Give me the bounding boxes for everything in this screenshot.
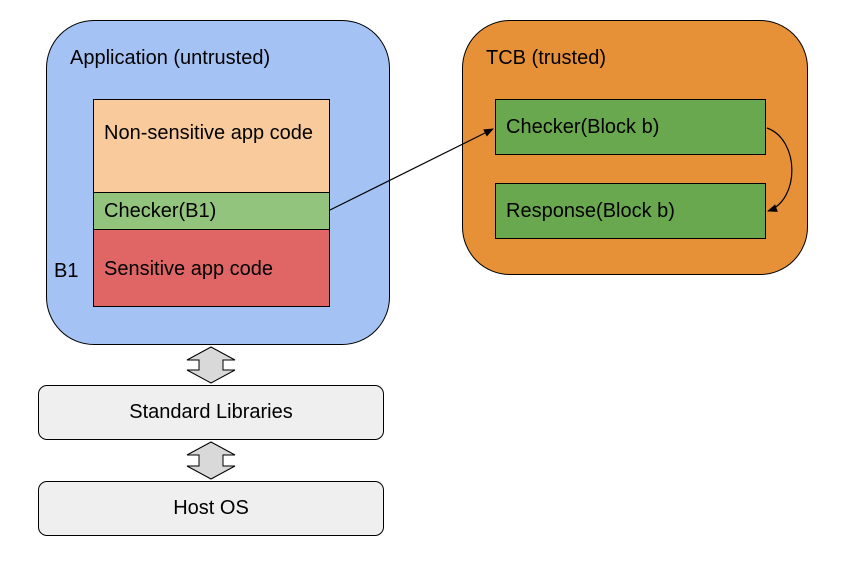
application-code-stack: Non-sensitive app code Checker(B1) Sensi… (93, 99, 330, 307)
libraries-hostos-double-arrow (186, 441, 236, 480)
non-sensitive-code-block: Non-sensitive app code (94, 100, 329, 193)
tcb-response-block: Response(Block b) (495, 183, 766, 239)
sensitive-code-block: Sensitive app code (94, 230, 329, 306)
tcb-checker-block: Checker(Block b) (495, 99, 766, 155)
block-b1-label: B1 (54, 260, 79, 282)
tcb-title: TCB (trusted) (486, 47, 607, 69)
checker-b1-block: Checker(B1) (94, 193, 329, 230)
app-libraries-double-arrow (186, 346, 236, 384)
application-title: Application (untrusted) (70, 47, 271, 69)
standard-libraries-layer: Standard Libraries (38, 385, 384, 440)
host-os-layer: Host OS (38, 481, 384, 536)
